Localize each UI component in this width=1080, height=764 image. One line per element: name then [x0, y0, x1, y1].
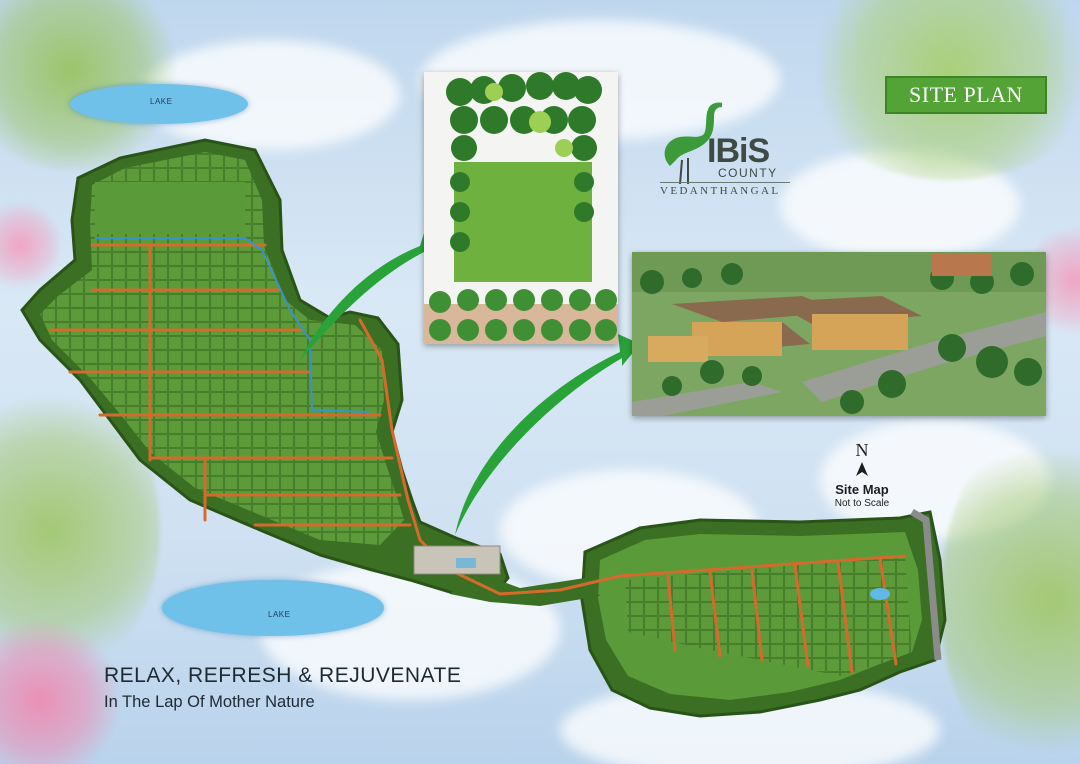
site-plan-badge: SITE PLAN: [885, 76, 1047, 114]
connecting-strip: [450, 570, 600, 606]
open-lawn-north: [95, 182, 245, 234]
tagline-headline: RELAX, REFRESH & REJUVENATE: [104, 664, 462, 687]
lake-south-label: LAKE: [268, 610, 291, 619]
internal-roads: [48, 243, 907, 674]
compass-north-label: N: [855, 440, 869, 460]
tagline-subline: In The Lap Of Mother Nature: [104, 693, 315, 711]
logo-subname: COUNTY: [718, 166, 778, 180]
ibis-county-logo: IBiS COUNTY VEDANTHANGAL: [652, 96, 800, 200]
pointer-arrow-resort: [455, 334, 640, 535]
resort-rendering-image: [632, 252, 1046, 416]
pond: [870, 588, 890, 600]
parcel-northwest-lawn: [40, 152, 404, 545]
ibis-bird-icon: [664, 102, 722, 185]
scale-note: Not to Scale: [834, 498, 890, 509]
service-road: [910, 508, 942, 661]
garden-inset-image: [424, 72, 618, 344]
logo-divider: [660, 182, 790, 183]
lake-north-label: LAKE: [150, 97, 173, 106]
compass: N Site Map Not to Scale: [812, 440, 912, 512]
logo-wordmark: IBiS: [707, 132, 770, 170]
lake-north: [70, 84, 248, 124]
logo-place: VEDANTHANGAL: [660, 185, 781, 197]
arrow-up-icon: [856, 462, 868, 476]
site-map-label: Site Map: [835, 482, 889, 497]
canal: [95, 237, 371, 413]
lake-south: [162, 580, 384, 636]
